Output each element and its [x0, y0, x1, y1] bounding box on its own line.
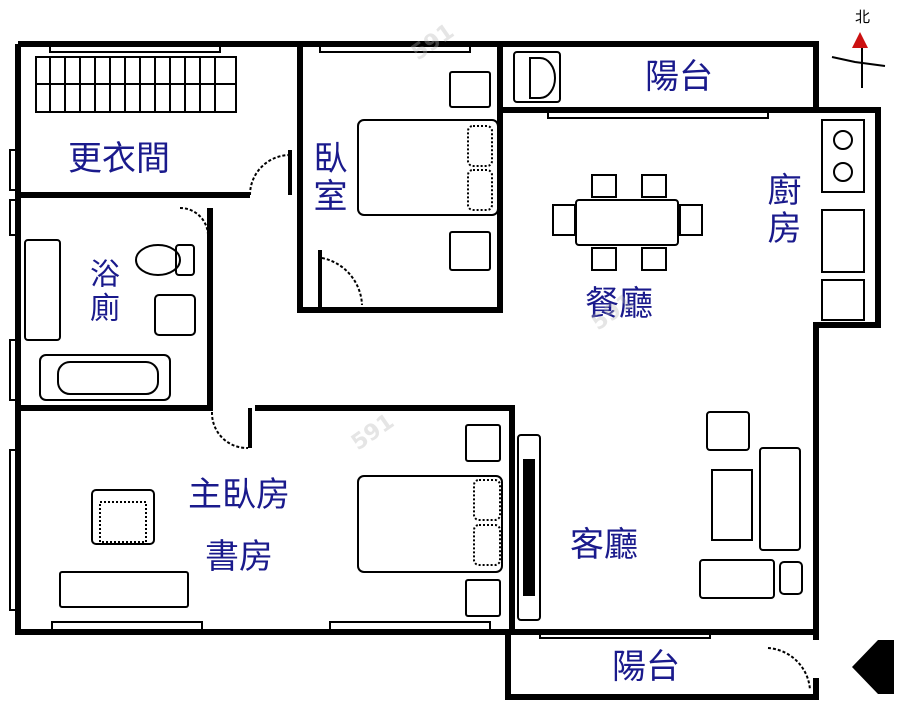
north-label: 北 — [855, 8, 871, 26]
room-master-bedroom: 主臥房 — [188, 475, 290, 515]
room-walk-in-closet: 更衣間 — [68, 139, 170, 179]
walls — [15, 41, 881, 700]
bathroom-fixtures — [24, 239, 196, 401]
living-furniture — [517, 411, 803, 621]
windows — [9, 43, 769, 639]
entrance-arrow-icon — [852, 640, 894, 694]
doors — [179, 154, 811, 691]
master-furniture — [59, 424, 503, 617]
room-balcony-bottom: 陽台 — [612, 647, 680, 687]
room-balcony-top: 陽台 — [645, 57, 713, 97]
compass-icon — [831, 32, 886, 88]
room-study: 書房 — [205, 537, 273, 577]
room-kitchen: 廚房 — [761, 172, 801, 248]
room-dining: 餐廳 — [585, 284, 653, 324]
dining-set — [552, 174, 703, 271]
kitchen-counter — [821, 119, 865, 321]
room-living: 客廳 — [570, 525, 638, 565]
room-bathroom: 浴廁 — [84, 258, 119, 326]
bedroom-furniture — [357, 71, 499, 271]
room-bedroom: 臥室 — [307, 140, 347, 216]
wardrobe — [35, 56, 237, 113]
